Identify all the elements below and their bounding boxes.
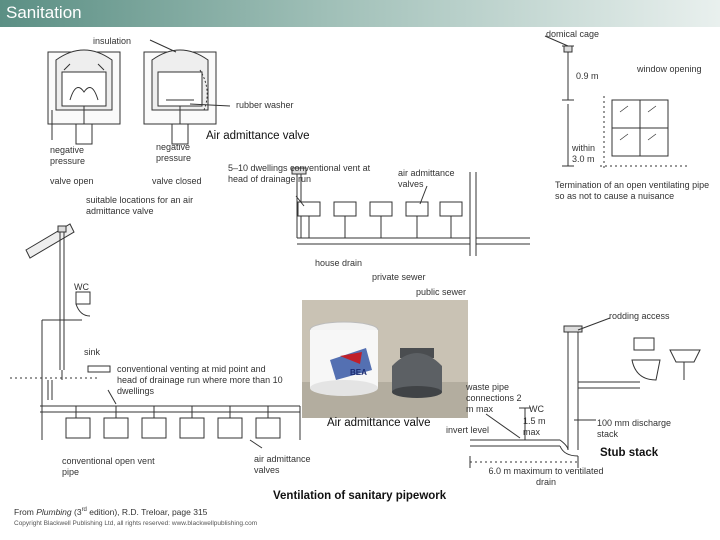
- aav-photo: [302, 300, 468, 418]
- label-private-sewer: private sewer: [372, 272, 426, 282]
- label-conventional-midpoint: conventional venting at mid point and he…: [117, 364, 283, 396]
- label-1-5m: 1.5 m max: [523, 416, 546, 437]
- label-discharge-stack: 100 mm discharge stack: [597, 418, 672, 439]
- label-wc-right: WC: [529, 404, 544, 414]
- label-6m: 6.0 m maximum to ventilated drain: [488, 466, 604, 487]
- label-aav-photo: Air admittance valve: [327, 417, 431, 429]
- label-window-opening: window opening: [637, 64, 702, 74]
- drain-run-bottom: [40, 389, 301, 449]
- label-stub-stack: Stub stack: [600, 447, 659, 459]
- label-wc-left: WC: [74, 282, 89, 292]
- label-aav-valves-top: air admittance valves: [398, 168, 455, 189]
- label-insulation: insulation: [93, 36, 132, 46]
- label-rodding-access: rodding access: [609, 311, 670, 321]
- label-house-drain: house drain: [315, 258, 363, 268]
- figure-caption: Ventilation of sanitary pipework: [273, 490, 447, 502]
- termination-detail: [562, 45, 690, 170]
- label-aav-title: Air admittance valve: [206, 130, 310, 142]
- label-public-sewer: public sewer: [416, 287, 467, 297]
- valve-open-diagram: [47, 49, 121, 145]
- book-title: Plumbing: [36, 507, 72, 517]
- house-section: [10, 223, 111, 440]
- label-0-9m: 0.9 m: [576, 71, 599, 81]
- valve-closed-diagram: [143, 49, 217, 145]
- photo-logo: BEA: [350, 368, 367, 377]
- label-negative-pressure-2: negative pressure: [156, 142, 192, 163]
- label-dwellings-conventional: 5–10 dwellings conventional vent at head…: [228, 163, 371, 184]
- label-waste-pipe: waste pipe connections 2 m max: [466, 382, 522, 414]
- label-sink: sink: [84, 347, 101, 357]
- source-credit: From Plumbing (3rd edition), R.D. Treloa…: [14, 507, 208, 517]
- label-negative-pressure-1: negative pressure: [50, 145, 86, 166]
- label-termination: Termination of an open ventilating pipe …: [555, 180, 710, 201]
- label-within-3m: within 3.0 m: [572, 143, 596, 164]
- label-valve-closed: valve closed: [152, 176, 202, 186]
- stub-stack-diagram: [469, 317, 701, 468]
- copyright-notice: Copyright Blackwell Publishing Ltd, all …: [14, 520, 258, 527]
- label-conventional-open-vent: conventional open vent pipe: [62, 456, 155, 477]
- page-title: Sanitation: [6, 3, 82, 22]
- title-bar: Sanitation: [0, 0, 720, 27]
- label-invert-level: invert level: [446, 425, 490, 435]
- label-rubber-washer: rubber washer: [236, 100, 294, 110]
- label-domical-cage: domical cage: [546, 29, 600, 39]
- label-aav-valves-bottom: air admittance valves: [254, 454, 311, 475]
- label-suitable-locations: suitable locations for an air admittance…: [86, 195, 194, 216]
- drain-run-top: [291, 167, 530, 256]
- label-valve-open: valve open: [50, 176, 94, 186]
